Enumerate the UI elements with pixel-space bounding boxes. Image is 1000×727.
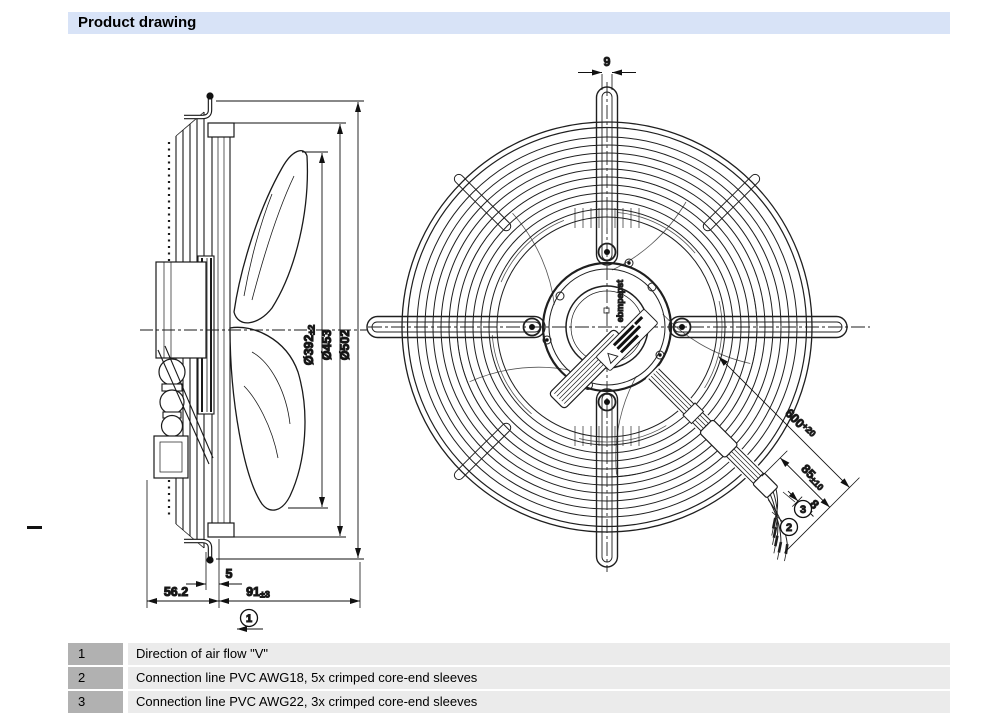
strut-width-dimension	[578, 69, 636, 90]
callout-1-badge: 1	[239, 608, 259, 628]
callout-2-badge: 2	[779, 517, 799, 537]
dim-56-2-label: 56.2	[164, 585, 188, 599]
legend-row: 3 Connection line PVC AWG22, 3x crimped …	[68, 691, 950, 713]
legend-row: 2 Connection line PVC AWG18, 5x crimped …	[68, 667, 950, 689]
guard-spokes	[366, 86, 848, 568]
legend-num: 2	[68, 667, 123, 689]
side-dimensions	[146, 100, 364, 632]
motor-hub: ebmpapst	[541, 258, 673, 409]
page-title: Product drawing	[68, 12, 950, 34]
callout-3-leader	[782, 491, 796, 503]
cable-dimensions	[718, 356, 860, 553]
dim-9-label: 9	[604, 55, 611, 69]
callout-1-label: 1	[246, 613, 252, 625]
callout-3-badge: 3	[793, 499, 813, 519]
motor-assembly-side	[153, 261, 214, 479]
side-view: Ø392±2 Ø453 Ø502 5 56.2 91±3 1	[140, 92, 368, 632]
dim-85-label: 85±10	[798, 462, 829, 493]
page-margin-mark	[27, 526, 42, 529]
callout-2-leader	[771, 511, 783, 522]
legend-num: 1	[68, 643, 123, 665]
fan-blades-side	[229, 150, 309, 511]
legend-desc: Direction of air flow "V"	[128, 643, 950, 665]
hub-logo-text: ebmpapst	[615, 280, 625, 323]
dim-5-label: 5	[226, 567, 233, 581]
callout-3-label: 3	[800, 504, 806, 516]
callout-2-label: 2	[786, 522, 792, 534]
dim-diameter-392-label: Ø392±2	[302, 325, 317, 366]
front-view: ebmpapst	[366, 55, 870, 572]
cable-wires	[767, 488, 789, 562]
legend-num: 3	[68, 691, 123, 713]
dim-diameter-502-label: Ø502	[338, 330, 352, 361]
guard-grille-front	[401, 121, 813, 533]
rating-label	[596, 309, 658, 371]
dim-diameter-453-label: Ø453	[320, 330, 334, 361]
legend-desc: Connection line PVC AWG18, 5x crimped co…	[128, 667, 950, 689]
legend-desc: Connection line PVC AWG22, 3x crimped co…	[128, 691, 950, 713]
legend-table: 1 Direction of air flow "V" 2 Connection…	[68, 643, 950, 715]
legend-row: 1 Direction of air flow "V"	[68, 643, 950, 665]
dim-91-label: 91±3	[246, 585, 270, 600]
